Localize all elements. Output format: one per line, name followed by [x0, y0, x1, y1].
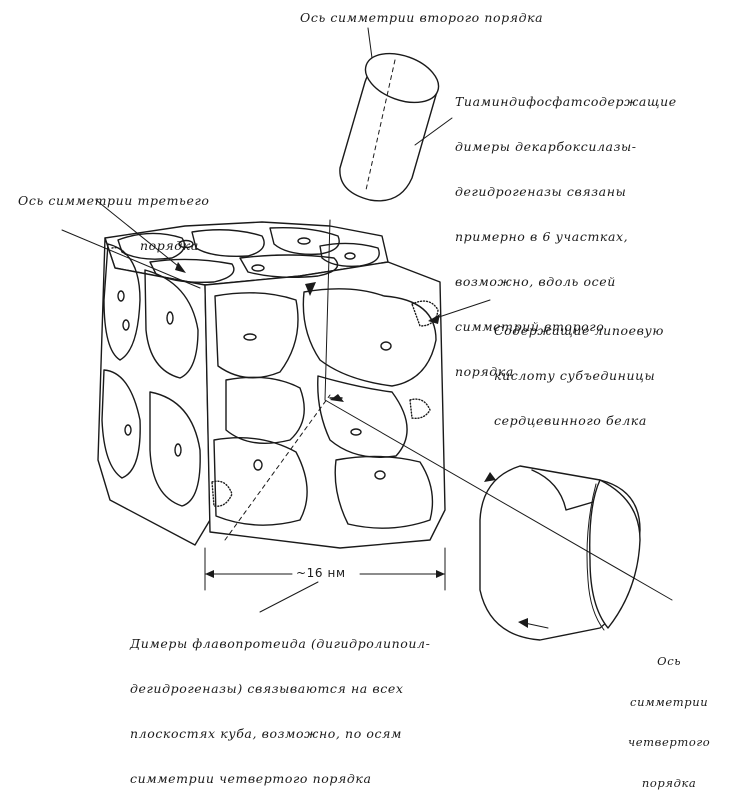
label-axis-second-order: Ось симметрии второго порядка	[300, 10, 544, 25]
right-cylinder	[479, 465, 641, 641]
label-dimension: ~16 нм	[296, 566, 346, 580]
label-axis-fourth-order: Ось симметрии четвертого порядка	[628, 654, 711, 790]
diagram-drawing	[61, 27, 673, 641]
diagram-stage: Ось симметрии второго порядка Тиаминдифо…	[18, 10, 710, 789]
label-thiamine-dimers: Тиаминдифосфатсодержащие димеры декарбок…	[455, 94, 677, 379]
label-flavoprotein-dimers: Димеры флавопротеида (дигидролипоил- дег…	[130, 636, 431, 786]
top-cylinder	[339, 52, 440, 202]
label-lipoic-subunits: Содержащие липоевую кислоту субъединицы …	[494, 323, 664, 428]
arrow-heads	[175, 262, 528, 628]
label-axis-third-order: Ось симметрии третьего порядка	[18, 193, 210, 253]
symmetry-axes	[61, 27, 673, 629]
dimension-line	[204, 547, 446, 591]
core-cube	[97, 221, 446, 549]
